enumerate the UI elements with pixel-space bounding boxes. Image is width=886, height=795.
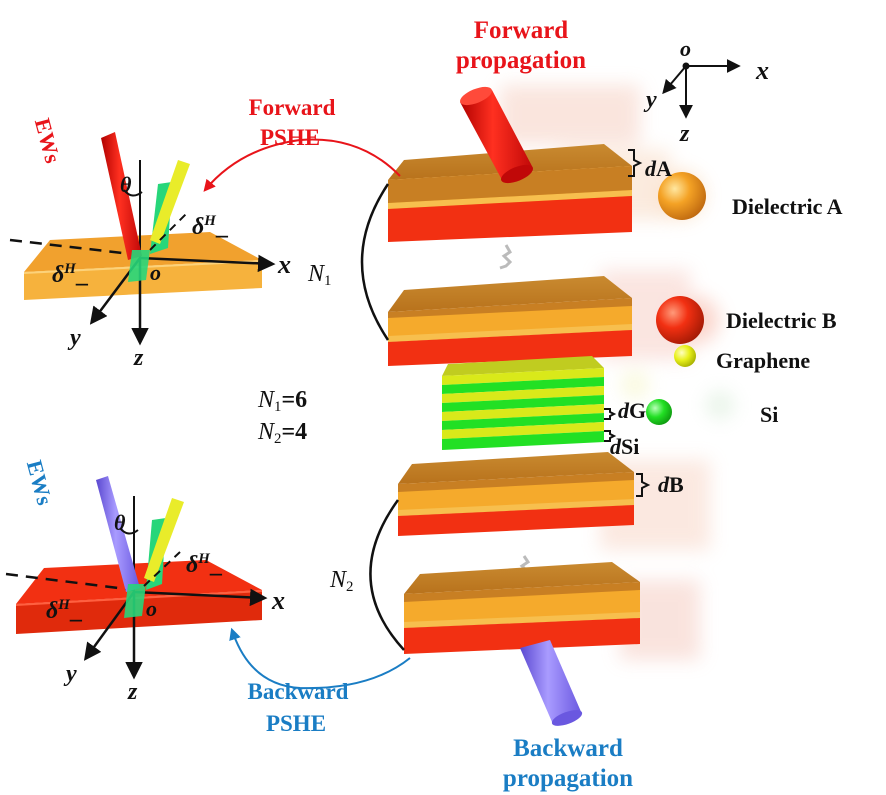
backward-propagation-label-line2: propagation: [502, 765, 634, 792]
n2-brace: [369, 499, 405, 651]
backward-propagation-beam: [520, 640, 583, 726]
stack-break-1: [499, 244, 513, 270]
graphene-label: Graphene: [716, 348, 811, 373]
n2-label: N2: [330, 567, 354, 596]
dielectric-slab-top-2: [388, 276, 632, 366]
dielectric-a-label: Dielectric A: [732, 194, 843, 219]
dg-bracket: [604, 408, 617, 420]
dielectric-b-label: Dielectric B: [726, 308, 837, 333]
axes-global: [662, 59, 741, 119]
forward-pshe-label-line1: Forward: [248, 95, 336, 120]
axis-y-global: y: [646, 87, 657, 113]
n1-brace: [360, 183, 390, 341]
axis-o-global: o: [680, 36, 691, 61]
origin-forward: o: [150, 260, 161, 285]
db-label: dB: [658, 472, 684, 497]
axis-x-backward: x: [272, 586, 285, 615]
n1-value: N1=6: [258, 387, 308, 416]
theta-forward: θ: [120, 172, 132, 197]
backward-pshe-label-line1: Backward: [247, 679, 349, 704]
dsi-label: dSi: [610, 434, 640, 459]
forward-pshe-arrow: [203, 138, 401, 192]
forward-propagation-beam: [460, 86, 533, 184]
forward-propagation-label-line1: Forward: [473, 17, 569, 44]
da-bracket: [628, 149, 643, 177]
dielectric-b-sphere: [656, 296, 704, 344]
db-bracket: [636, 473, 651, 497]
axis-z-backward: z: [128, 679, 138, 705]
dielectric-a-sphere: [658, 172, 706, 220]
axis-x-forward: x: [278, 250, 291, 279]
forward-propagation-label-line2: propagation: [455, 47, 587, 74]
backward-propagation-label-line1: Backward: [513, 735, 623, 762]
graphene-sphere: [674, 345, 696, 367]
graphene-si-stack: [442, 356, 604, 450]
origin-backward: o: [146, 596, 157, 621]
dielectric-slab-bottom-2: [404, 562, 640, 654]
axis-z-forward: z: [134, 345, 144, 371]
axis-x-global: x: [756, 56, 769, 85]
forward-inset: [9, 132, 276, 346]
backward-pshe-arrow: [229, 627, 411, 690]
axis-y-forward: y: [70, 325, 81, 351]
dsi-bracket: [604, 430, 617, 442]
dg-label: dG: [618, 398, 647, 423]
da-label: dA: [645, 156, 672, 181]
axis-y-backward: y: [66, 661, 77, 687]
si-sphere: [646, 399, 672, 425]
backward-inset: [5, 476, 268, 680]
delta-minus-forward: δH_: [52, 261, 88, 288]
delta-plus-backward: δH_: [186, 551, 222, 578]
backward-pshe-label-line2: PSHE: [265, 711, 327, 736]
delta-plus-forward: δH_: [192, 213, 228, 240]
dielectric-slab-bottom-1: [398, 452, 634, 536]
delta-minus-backward: δH_: [46, 597, 82, 624]
forward-pshe-label-line2: PSHE: [259, 125, 321, 150]
n2-value: N2=4: [258, 419, 308, 448]
si-label: Si: [760, 402, 779, 427]
axis-z-global: z: [680, 121, 690, 147]
n1-label: N1: [308, 261, 332, 290]
theta-backward: θ: [114, 510, 126, 535]
